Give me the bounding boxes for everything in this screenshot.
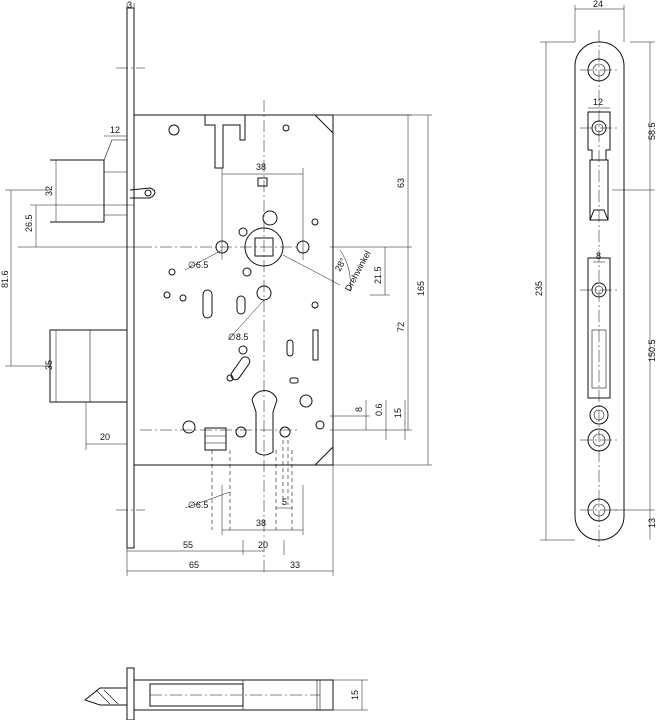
dim-latch-center: 26.5 <box>24 214 34 232</box>
strike-screw-12: 12 <box>593 97 603 107</box>
dim-spindle-dia: ∅6.5 <box>188 260 208 270</box>
bottom-view: 15 <box>83 667 368 720</box>
strike-plate-view: 24 12 58.5 235 8 150.5 13 <box>534 0 657 550</box>
lock-case <box>133 114 334 466</box>
cylinder-keyhole <box>251 390 278 456</box>
bottom-view-15: 15 <box>350 690 360 700</box>
dim-rotation-word: Drehwinkel <box>343 249 373 293</box>
front-dimensions: 3 12 32 26.5 81.6 35 20 38 ∅6.5 <box>0 0 432 576</box>
torx-screw-5 <box>587 428 611 452</box>
torx-screw-2 <box>591 120 607 136</box>
dim-top-height: 63 <box>396 178 406 188</box>
strike-length: 235 <box>534 281 544 296</box>
dim-bottom-5: 5 <box>282 497 287 507</box>
strike-8: 8 <box>596 251 601 261</box>
dim-faceplate-thickness: 3 <box>127 0 132 10</box>
dim-case-height: 165 <box>416 281 426 296</box>
dim-bottom-38: 38 <box>256 518 266 528</box>
strike-width: 24 <box>593 0 603 9</box>
dim-total-65: 65 <box>189 560 199 570</box>
dim-distance-72: 72 <box>396 322 406 332</box>
dim-spindle-to-bolt: 81.6 <box>0 270 10 288</box>
spindle-square <box>254 237 274 257</box>
torx-screw-3 <box>591 282 607 298</box>
torx-screw-4 <box>589 405 609 425</box>
dim-bottom-dia: ∅6.5 <box>188 500 208 510</box>
spindle-hub <box>244 227 284 267</box>
dim-bolt-height: 35 <box>44 360 54 370</box>
faceplate <box>126 7 135 549</box>
strike-13: 13 <box>647 518 657 528</box>
dim-cyl-offset-06: 0.6 <box>374 403 384 416</box>
dim-spindle-width: 38 <box>256 162 266 172</box>
latch-bolt <box>50 159 105 223</box>
dim-follower-dia: ∅8.5 <box>228 332 248 342</box>
dim-backset-55: 55 <box>183 540 193 550</box>
strike-plate <box>574 41 625 541</box>
strike-58-5: 58.5 <box>647 122 657 140</box>
strike-150-5: 150.5 <box>647 339 657 362</box>
dim-latch-offset: 12 <box>110 125 120 135</box>
dim-follower-offset: 21.5 <box>373 266 383 284</box>
dim-latch-height: 32 <box>44 186 54 196</box>
dim-total-33: 33 <box>290 560 300 570</box>
dead-bolt <box>49 329 128 403</box>
dim-bottom-20: 20 <box>258 540 268 550</box>
torx-screw-top <box>587 58 611 82</box>
dim-cyl-offset-15: 15 <box>393 408 403 418</box>
torx-screw-bottom <box>587 498 611 522</box>
dim-bolt-throw: 20 <box>100 432 110 442</box>
lock-front-view <box>49 7 334 575</box>
dim-cyl-offset-8: 8 <box>354 407 364 412</box>
dim-rotation-angle: 28° <box>333 256 348 273</box>
